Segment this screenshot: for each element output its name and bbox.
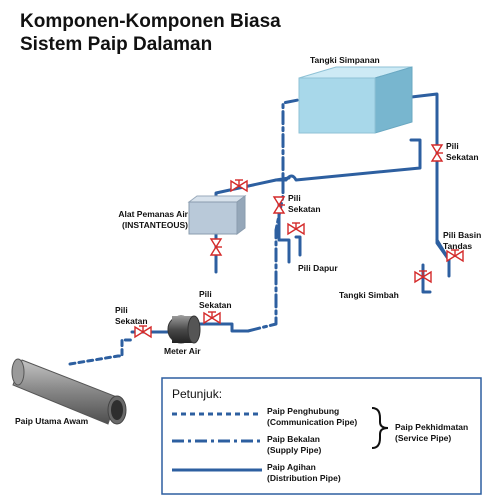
label-tangki-simbah: Tangki Simbah: [339, 290, 399, 300]
legend-item-solid-label: Paip Agihan(Distribution Pipe): [267, 462, 341, 483]
legend-item-dashdot-label: Paip Bekalan(Supply Pipe): [267, 434, 322, 455]
label-pili-dapur: Pili Dapur: [298, 263, 338, 273]
water-heater: [187, 195, 247, 235]
diagram-title-line2: Sistem Paip Dalaman: [20, 34, 213, 55]
valve-heater-inlet[interactable]: [230, 179, 248, 193]
label-meter-air: Meter Air: [164, 346, 201, 356]
storage-tank: [298, 66, 413, 134]
main-public-pipe: [11, 358, 127, 425]
distribution-pipe-main: [274, 138, 422, 182]
valve-meter-right[interactable]: [203, 311, 221, 325]
diagram-title-line1: Komponen-Komponen Biasa: [20, 11, 281, 32]
valve-heater-outlet[interactable]: [209, 238, 223, 256]
cistern-valve[interactable]: [414, 270, 432, 284]
legend-brace: [371, 407, 389, 449]
distribution-pipe-riser: [401, 92, 451, 278]
basin-tap[interactable]: [446, 249, 464, 263]
supply-pipe: [246, 98, 300, 333]
legend-item-dashed-label: Paip Penghubung(Communication Pipe): [267, 406, 358, 427]
label-alat-pemanas: Alat Pemanas Air(INSTANTEOUS): [118, 209, 188, 230]
distribution-pipe-kitchen: [277, 198, 302, 264]
kitchen-tap[interactable]: [287, 222, 305, 236]
label-paip-utama: Paip Utama Awam: [15, 416, 89, 426]
valve-meter-left[interactable]: [134, 325, 152, 339]
label-tangki-simpanan: Tangki Simpanan: [310, 55, 380, 65]
legend-service-pipe-label: Paip Pekhidmatan(Service Pipe): [395, 422, 469, 443]
legend-title: Petunjuk:: [172, 387, 223, 401]
valve-right-riser[interactable]: [430, 144, 444, 162]
valve-middle-riser[interactable]: [272, 196, 286, 214]
water-meter: [167, 315, 201, 344]
communication-pipe: [68, 338, 134, 366]
legend-box: [161, 377, 482, 495]
